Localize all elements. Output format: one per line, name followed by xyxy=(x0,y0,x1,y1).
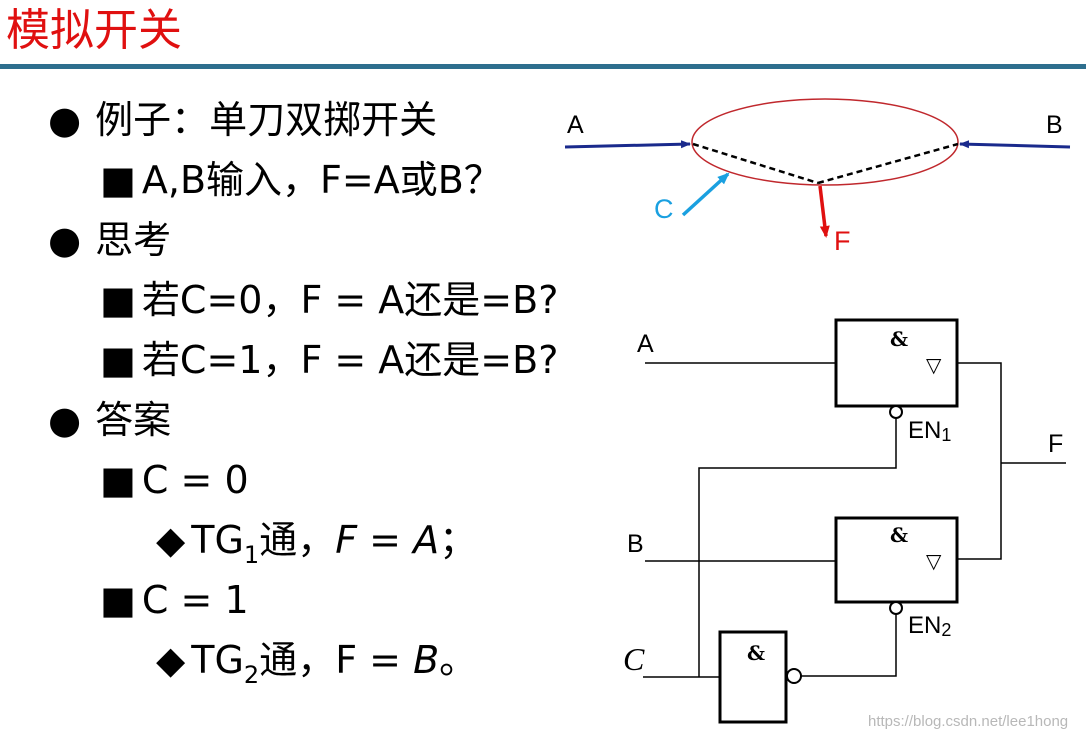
switch-ellipse xyxy=(691,98,959,186)
control-c-arrow xyxy=(681,172,730,217)
switch-label-a: A xyxy=(567,111,584,139)
var-f: F xyxy=(335,638,358,682)
bullet-list: ●例子：单刀双掷开关 ■A,B输入，F=A或B？ ●思考 ■若C=0，F = A… xyxy=(48,98,558,697)
var-value: A xyxy=(413,518,440,562)
input-a-wire xyxy=(564,140,691,149)
tg-subscript: 2 xyxy=(243,661,260,689)
tg-label: TG xyxy=(191,638,244,682)
gate2-tristate-icon: ▽ xyxy=(926,549,942,573)
bullet-text: 思考 xyxy=(95,218,172,262)
switch-label-b: B xyxy=(1046,111,1063,139)
bullet-text: 例子：单刀双掷开关 xyxy=(95,98,438,142)
spdt-switch-diagram: A B C F xyxy=(564,98,1071,256)
bullet-dot-icon: ● xyxy=(48,398,82,442)
bullet-text: C = 0 xyxy=(141,458,249,502)
equals: = xyxy=(357,518,414,562)
bullet-square-icon: ■ xyxy=(100,578,136,622)
gate1-and-symbol: & xyxy=(890,327,908,351)
bullet-text: 若C=0，F = A还是=B? xyxy=(141,278,559,322)
punct: 。 xyxy=(439,638,478,682)
circuit-labels: & ▽ & ▽ & EN1 EN2 A B C F xyxy=(623,327,1063,677)
wire-inverter-to-en2 xyxy=(801,614,897,677)
wire-c-to-en1 xyxy=(698,418,897,677)
bullet-answer: ● 答案 xyxy=(48,398,171,442)
bullet-c1: ■C = 1 xyxy=(100,578,249,622)
switch-contact-b xyxy=(817,142,959,185)
bullet-dot-icon: ● xyxy=(48,98,82,142)
bullet-dot-icon: ● xyxy=(48,218,82,262)
gate1-tristate-icon: ▽ xyxy=(926,353,942,377)
tg-conduct: 通， xyxy=(259,638,336,682)
bullet-square-icon: ■ xyxy=(100,458,136,502)
switch-contact-a xyxy=(692,142,819,185)
title-divider xyxy=(0,64,1086,69)
tg-conduct: 通， xyxy=(259,518,336,562)
bullet-ab-input: ■A,B输入，F=A或B？ xyxy=(100,158,502,202)
tg-subscript: 1 xyxy=(243,541,260,569)
switch-label-c: C xyxy=(654,194,674,224)
bullet-square-icon: ■ xyxy=(100,338,136,382)
en1-bubble xyxy=(889,405,903,419)
bullet-tg2: ◆TG2通，F = B。 xyxy=(156,638,477,697)
circuit-label-b: B xyxy=(627,530,644,558)
bullet-tg1: ◆TG1通，F = A； xyxy=(156,518,477,577)
punct: ； xyxy=(439,518,478,562)
bullet-diamond-icon: ◆ xyxy=(156,518,186,562)
bullet-text: 若C=1，F = A还是=B? xyxy=(141,338,559,382)
circuit-label-c: C xyxy=(623,641,645,677)
inverter-bubble xyxy=(786,668,802,684)
switch-label-f: F xyxy=(834,226,851,256)
bullet-square-icon: ■ xyxy=(100,278,136,322)
bullet-diamond-icon: ◆ xyxy=(156,638,186,682)
circuit-label-a: A xyxy=(637,330,654,358)
en2-label: EN2 xyxy=(908,612,951,640)
en1-label: EN1 xyxy=(908,417,951,445)
tg-label: TG xyxy=(191,518,244,562)
input-b-wire xyxy=(959,140,1071,149)
bullet-c0: ■C = 0 xyxy=(100,458,249,502)
tristate-gate-circuit xyxy=(643,318,1066,724)
bullet-c1-question: ■若C=1，F = A还是=B? xyxy=(100,338,558,382)
circuit-label-f: F xyxy=(1048,430,1063,458)
var-f: F xyxy=(335,518,358,562)
equals: = xyxy=(357,638,414,682)
inverter-and-symbol: & xyxy=(747,641,765,665)
wire-output-bus xyxy=(957,362,1002,560)
bullet-think: ● 思考 xyxy=(48,218,171,262)
watermark-url: https://blog.csdn.net/lee1hong xyxy=(868,713,1069,730)
bullet-text: 答案 xyxy=(95,398,172,442)
en2-bubble xyxy=(889,601,903,615)
bullet-square-icon: ■ xyxy=(100,158,136,202)
var-value: B xyxy=(413,638,440,682)
gate2-and-symbol: & xyxy=(890,523,908,547)
output-f-arrow xyxy=(818,185,830,238)
bullet-text: C = 1 xyxy=(141,578,249,622)
bullet-text: A,B输入，F=A或B？ xyxy=(141,158,502,202)
bullet-example: ● 例子：单刀双掷开关 xyxy=(48,98,437,142)
slide-title: 模拟开关 xyxy=(6,5,182,56)
bullet-c0-question: ■若C=0，F = A还是=B? xyxy=(100,278,558,322)
